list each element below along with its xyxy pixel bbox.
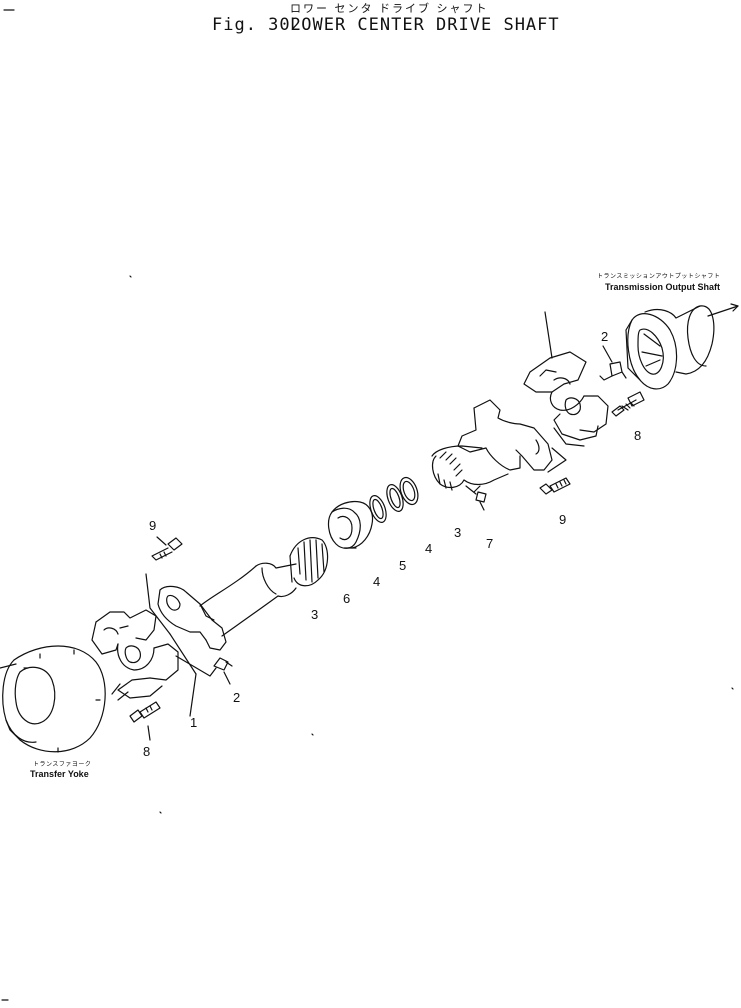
transfer-caption-en: Transfer Yoke [30,769,89,779]
bolt-8-right-icon [612,392,644,416]
part-number-6: 6 [343,591,351,606]
shaft-left-splined-icon [200,538,328,636]
part-number-9-left: 9 [149,518,157,533]
ring-5-icon [384,482,407,513]
part-number-4b: 4 [425,541,433,556]
grease-fitting-left-icon [176,656,232,684]
transmission-output-shaft-icon [626,304,738,389]
part-number-8-left: 8 [143,744,151,759]
figure-title: LOWER CENTER DRIVE SHAFT [290,15,560,35]
bolt-8-left-icon [130,702,160,740]
snap-ring-4b-icon [397,475,422,507]
figure-number: Fig. 302 [212,15,302,35]
part-number-2-left: 2 [233,690,241,705]
part-number-1-left: 1 [190,715,198,730]
grease-fitting-right-icon [600,346,626,380]
title-japanese: ロワー センタ ドライブ シャフト [290,2,489,15]
transfer-yoke-icon [0,646,105,752]
part-number-3-right: 3 [454,525,462,540]
yoke-left-flange-icon [158,586,226,650]
universal-joint-right-icon [524,312,608,472]
bolt-9-left-icon [152,537,182,560]
transmission-caption-en: Transmission Output Shaft [605,282,721,292]
transmission-caption-jp: トランスミッションアウトプットシャフト [597,273,721,280]
part-number-2-right: 2 [601,329,609,344]
part-number-4a: 4 [373,574,381,589]
part-number-9-right: 9 [559,512,567,527]
bolt-9-right-icon [540,478,570,494]
shaft-right-flanged-icon [432,400,552,490]
part-number-7: 7 [486,536,494,551]
universal-joint-left-icon [92,574,196,716]
seal-6-icon [329,501,373,548]
part-number-8-right: 8 [634,428,642,443]
fitting-7-icon [466,486,486,510]
part-number-5: 5 [399,558,407,573]
transfer-caption-jp: トランスファヨーク [33,761,92,768]
part-number-3-left: 3 [311,607,319,622]
